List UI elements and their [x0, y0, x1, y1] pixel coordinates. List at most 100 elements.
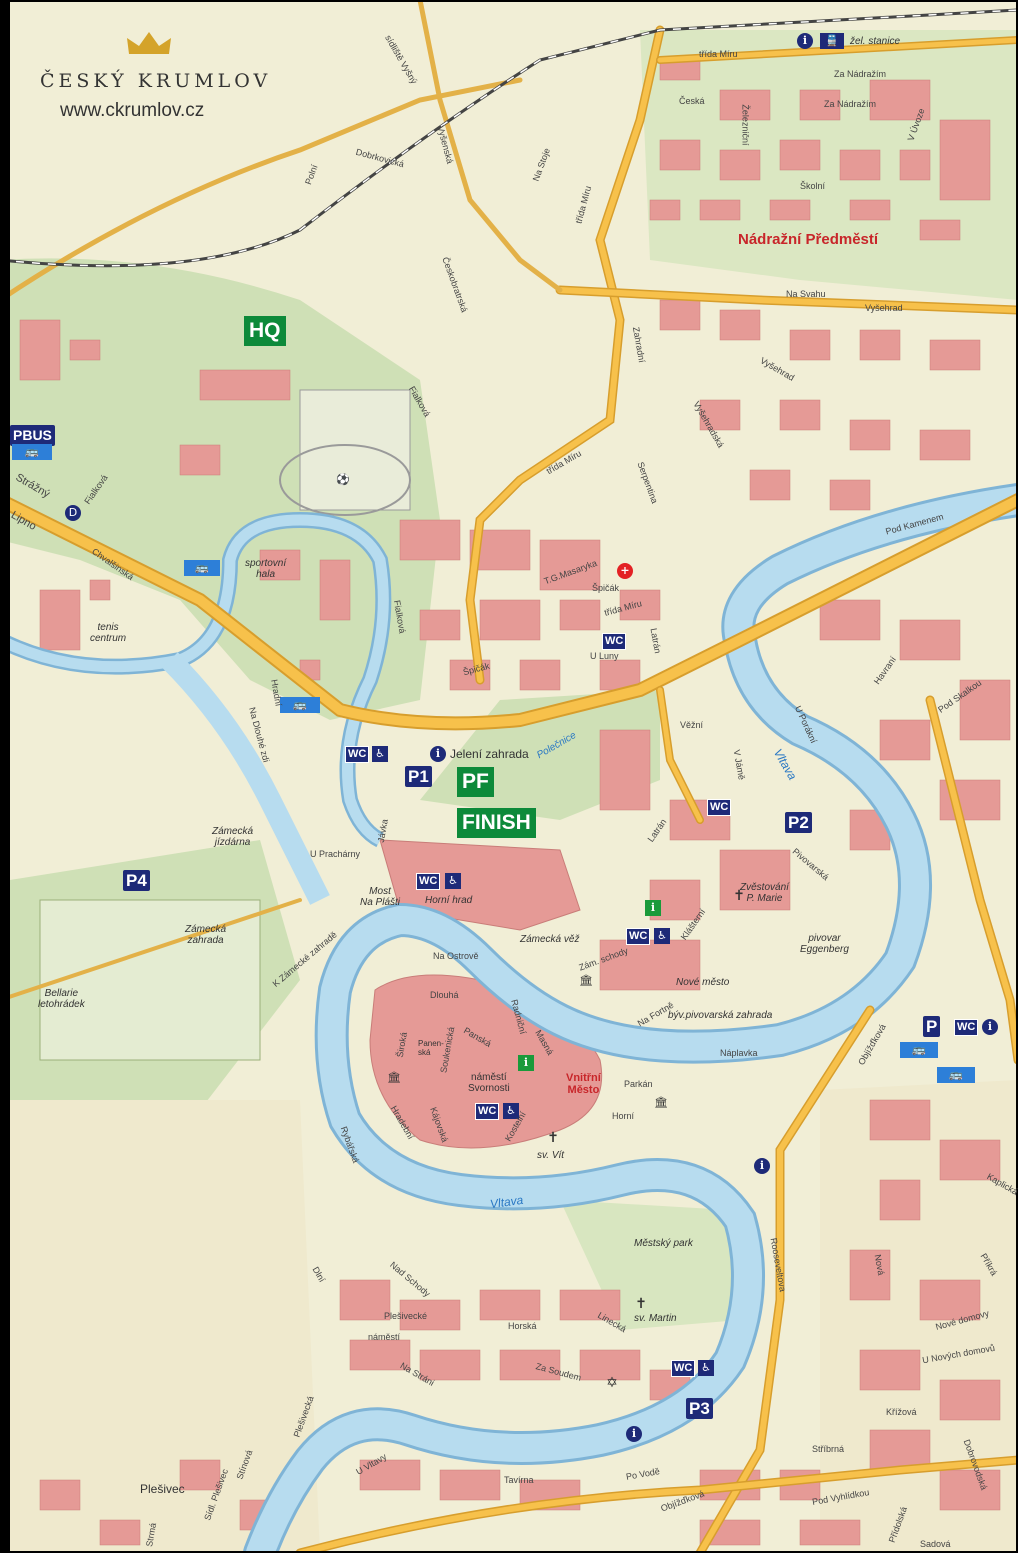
museum-icon: 🏛 [654, 1096, 668, 1109]
wc-marker[interactable]: WC [345, 746, 370, 763]
place-label-line: Eggenberg [800, 944, 849, 955]
wheelchair-icon: ♿ [698, 1360, 714, 1376]
bus-icon[interactable]: 🚌 [280, 697, 320, 713]
place-label: žel. stanice [850, 36, 901, 47]
street-label: Parkán [624, 1079, 653, 1089]
cross-icon: ✝ [547, 1130, 559, 1146]
place-label: Zámecká věž [520, 934, 580, 945]
bus-icon[interactable]: 🚌 [184, 560, 220, 576]
place-label-line: sportovní [245, 558, 287, 569]
street-label: Železniční [740, 104, 751, 146]
place-label-line: hala [256, 569, 276, 580]
finish-marker[interactable]: FINISH [457, 808, 536, 838]
info-icon[interactable]: i [645, 900, 661, 916]
wc-marker[interactable]: WC [626, 928, 651, 945]
place-label: býv.pivovarská zahrada [668, 1010, 773, 1021]
place-label: Horní hrad [425, 895, 473, 906]
street-label: Česká [679, 96, 705, 106]
logo-url[interactable]: www.ckrumlov.cz [60, 100, 205, 121]
street-label: Horská [508, 1321, 537, 1331]
parking-p2[interactable]: P2 [785, 812, 812, 833]
wheelchair-icon: ♿ [445, 873, 461, 889]
place-label-line: pivovar [808, 933, 841, 944]
info-icon[interactable]: i [982, 1019, 998, 1035]
street-label: U Luny [590, 651, 619, 661]
place-label-line: Zámecká [212, 826, 254, 837]
bus-icon[interactable]: 🚌 [937, 1067, 975, 1083]
street-label: Za Nádražím [824, 99, 877, 109]
wheelchair-icon: ♿ [372, 746, 388, 762]
wc-marker[interactable]: WC [602, 633, 627, 650]
street-label: Vyšehrad [865, 303, 903, 313]
cross-icon: ✝ [635, 1296, 647, 1312]
street-label: Dlouhá [430, 990, 459, 1000]
fuel-icon[interactable]: D [65, 505, 81, 521]
info-icon[interactable]: i [626, 1426, 642, 1442]
place-label-line: Na Plášti [360, 897, 401, 908]
district-vnitrni: Vnitřní Město [566, 1072, 601, 1096]
street-label: Horní [612, 1111, 635, 1121]
parking-p1[interactable]: P1 [405, 766, 432, 787]
district-vnitrni-line2: Město [567, 1084, 600, 1097]
cross-icon: ✝ [733, 888, 745, 904]
place-label: Městský park [634, 1238, 693, 1249]
parking-p4[interactable]: P4 [123, 870, 150, 891]
place-label-line: zahrada [187, 935, 224, 946]
street-label: Tavírna [504, 1475, 534, 1485]
street-label: Křížová [886, 1407, 917, 1417]
district-vnitrni-line1: Vnitřní [566, 1072, 601, 1084]
street-label: Sadová [920, 1539, 951, 1549]
museum-icon: 🏛 [387, 1071, 401, 1084]
train-icon[interactable]: 🚆 [820, 33, 844, 49]
info-icon[interactable]: i [518, 1055, 534, 1071]
street-label: Stříbrná [812, 1444, 845, 1454]
place-label: Plešivec [140, 1482, 185, 1496]
place-label-line: Bellarie [44, 988, 79, 999]
street-label: Na Ostrově [433, 951, 479, 961]
street-label: Věžní [680, 720, 704, 730]
wc-marker[interactable]: WC [671, 1360, 696, 1377]
wc-marker[interactable]: WC [954, 1019, 979, 1036]
logo-title: ČESKÝ KRUMLOV [40, 70, 272, 92]
info-icon[interactable]: i [754, 1158, 770, 1174]
parking-p[interactable]: P [923, 1016, 941, 1037]
wc-marker[interactable]: WC [416, 873, 441, 890]
street-label: třída Míru [699, 49, 738, 59]
place-label-line: letohrádek [38, 999, 85, 1010]
place-label: Jelení zahrada [450, 747, 529, 761]
place-label-line: tenis [97, 622, 119, 633]
bus-icon[interactable]: 🚌 [12, 444, 52, 460]
place-label-line: náměstí [471, 1072, 507, 1083]
district-nadrazni: Nádražní Předměstí [738, 231, 879, 248]
place-label: Panen-ská [418, 1039, 444, 1057]
street-label: náměstí [368, 1332, 401, 1342]
parking-p3[interactable]: P3 [686, 1398, 713, 1419]
parking-bus[interactable]: PBUS [10, 425, 55, 446]
hq-marker[interactable]: HQ [244, 316, 286, 346]
wheelchair-icon: ♿ [654, 928, 670, 944]
place-label-line: centrum [90, 633, 127, 644]
football-icon: ⚽ [336, 473, 350, 486]
street-label: Za Nádražím [834, 69, 887, 79]
place-label: sv. Martin [634, 1313, 677, 1324]
street-label: Špičák [592, 583, 620, 593]
wc-marker[interactable]: WC [475, 1103, 500, 1120]
bus-icon[interactable]: 🚌 [900, 1042, 938, 1058]
info-icon[interactable]: i [797, 33, 813, 49]
place-label-line: Zvěstování [740, 882, 789, 893]
hospital-icon[interactable]: + [617, 563, 633, 579]
wc-marker[interactable]: WC [707, 799, 732, 816]
pf-marker[interactable]: PF [457, 767, 494, 797]
street-label: Školní [800, 181, 826, 191]
place-label-line: Most [369, 886, 391, 897]
street-label: Plešivecké [384, 1311, 428, 1321]
info-icon[interactable]: i [430, 746, 446, 762]
